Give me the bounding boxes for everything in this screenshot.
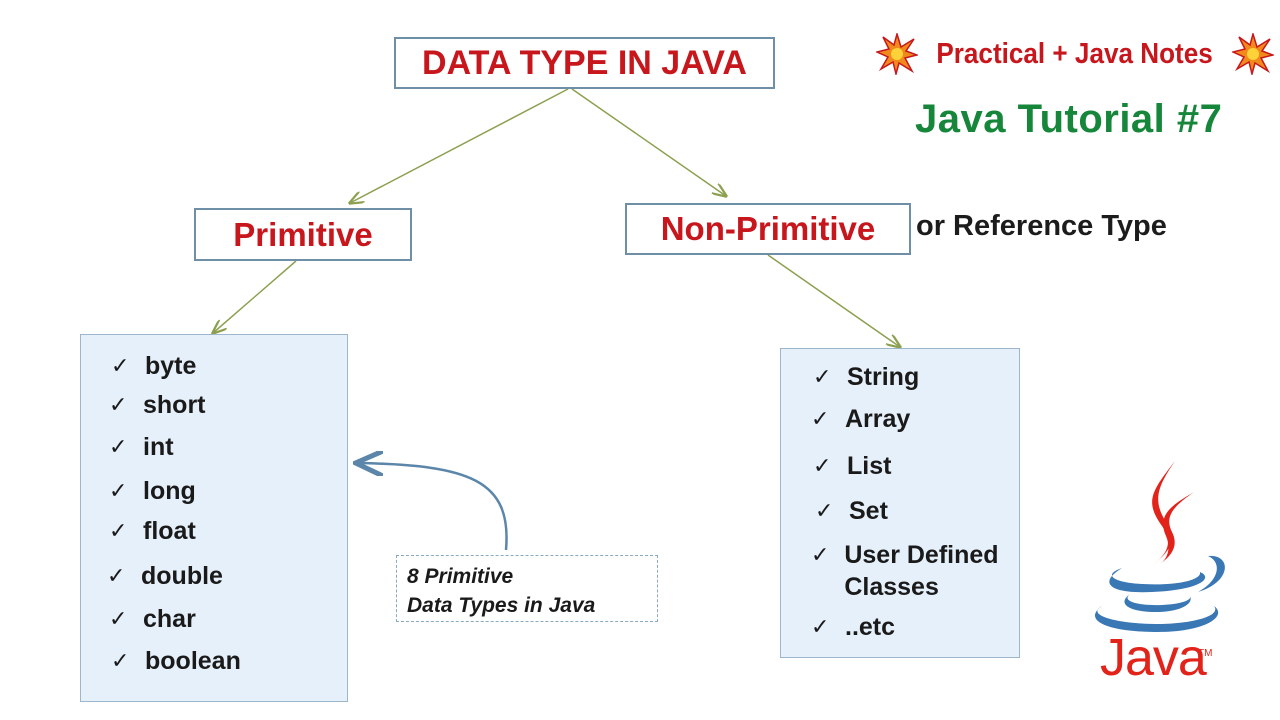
list-item-label: String <box>847 363 920 391</box>
list-item: ✓ long <box>109 475 196 507</box>
list-item-label: float <box>143 517 196 545</box>
check-icon: ✓ <box>109 518 128 543</box>
list-item: ✓ String <box>813 361 919 393</box>
check-icon: ✓ <box>109 392 128 417</box>
check-icon: ✓ <box>813 453 832 478</box>
header-notes: Practical + Java Notes <box>876 32 1274 76</box>
list-item-label: ..etc <box>845 613 896 641</box>
tutorial-label: Java Tutorial #7 <box>915 97 1223 141</box>
callout-line-2: Data Types in Java <box>407 594 596 617</box>
check-icon: ✓ <box>111 353 130 378</box>
list-item-label: short <box>143 391 206 419</box>
list-item: ✓ char <box>109 603 196 635</box>
list-item: ✓ Set <box>815 495 888 527</box>
burst-icon <box>1231 33 1274 75</box>
list-item: ✓ List <box>813 450 891 482</box>
list-item-label: Set <box>849 497 888 525</box>
list-item: ✓ double <box>107 560 223 592</box>
list-item: ✓ short <box>109 389 206 421</box>
java-logo-icon <box>1094 461 1225 632</box>
list-item: ✓ float <box>109 515 196 547</box>
primitive-count-callout: 8 Primitive Data Types in Java <box>396 555 658 622</box>
list-item-label: List <box>847 452 892 480</box>
list-item-label: char <box>143 605 196 633</box>
list-item: ✓ byte <box>111 350 196 382</box>
list-item-label: boolean <box>145 647 241 675</box>
check-icon: ✓ <box>811 614 830 639</box>
check-icon: ✓ <box>107 563 126 588</box>
list-item: ✓ int <box>109 431 174 463</box>
practical-notes-label: Practical + Java Notes <box>936 37 1214 70</box>
list-item-label: User Defined Classes <box>844 541 999 601</box>
check-icon: ✓ <box>811 542 830 567</box>
list-item: ✓ Array <box>811 403 910 435</box>
list-item-label: byte <box>145 352 197 380</box>
list-item-label: double <box>141 562 223 590</box>
trademark-label: TM <box>1198 648 1213 659</box>
callout-arrow <box>358 463 508 551</box>
non-primitive-box: Non-Primitive <box>625 203 911 255</box>
check-icon: ✓ <box>811 406 830 431</box>
title-box: DATA TYPE IN JAVA <box>394 37 775 89</box>
connector-primitive-to-list <box>213 260 297 333</box>
check-icon: ✓ <box>109 606 128 631</box>
connector-title-to-primitive <box>350 88 569 203</box>
callout-line-1: 8 Primitive <box>407 565 514 588</box>
reference-type-label: or Reference Type <box>916 210 1167 242</box>
list-item-label: int <box>143 433 174 461</box>
list-item-label: long <box>143 477 196 505</box>
non-primitive-list: ✓ String ✓ Array ✓ List ✓ Set ✓ User Defined … <box>780 348 1020 658</box>
list-item-label: Array <box>845 405 911 433</box>
list-item: ✓ ..etc <box>811 611 895 643</box>
check-icon: ✓ <box>815 498 834 523</box>
burst-icon <box>876 33 918 75</box>
check-icon: ✓ <box>109 434 128 459</box>
primitive-box: Primitive <box>194 208 412 261</box>
connector-title-to-nonprimitive <box>571 88 726 196</box>
list-item: ✓ boolean <box>111 645 241 677</box>
connector-nonprimitive-to-list <box>767 254 900 347</box>
check-icon: ✓ <box>109 478 128 503</box>
check-icon: ✓ <box>111 648 130 673</box>
check-icon: ✓ <box>813 364 832 389</box>
primitive-list: ✓ byte ✓ short ✓ int ✓ long ✓ float ✓ double ✓… <box>80 334 348 702</box>
list-item: ✓ User Defined Classes <box>811 539 1011 603</box>
java-logo-text: Java <box>1100 629 1207 687</box>
